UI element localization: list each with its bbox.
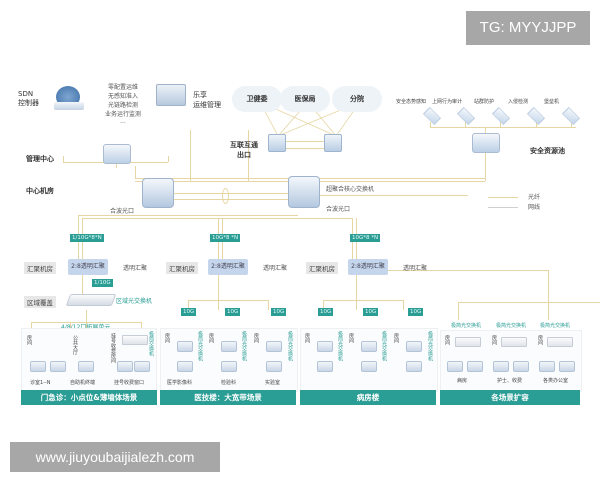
section-title-medical-tech: 医技楼：大宽带场景: [160, 390, 296, 405]
sdn-controller-label: SDN 控制器: [18, 90, 39, 107]
aggregation-room-label: 汇聚机房: [166, 262, 198, 274]
server-base-icon: [54, 102, 84, 110]
security-switch-icon: [472, 133, 500, 153]
aggregation-note: 透明汇聚: [263, 265, 288, 272]
downlink-tag: 10G: [271, 308, 287, 316]
link-tag: 10G*8 *N: [210, 234, 241, 242]
lab-device-icon: [221, 361, 237, 372]
terminal-icon: [406, 361, 422, 372]
section-title-ward: 病房楼: [300, 390, 436, 405]
terminal-icon: [467, 361, 483, 372]
aggregation-note: 透明汇聚: [403, 265, 428, 272]
security-device-icon: [422, 106, 442, 126]
firewall-icon-right: [324, 134, 342, 152]
computer-icon: [30, 361, 46, 372]
optical-switch-icon: [501, 337, 527, 347]
aggregation-room-label: 汇聚机房: [306, 262, 338, 274]
feature-list: 零配置运维 无感知准入 光链路检测 业务运行监测 ...: [104, 84, 141, 125]
optical-switch-icon: [455, 337, 481, 347]
aggregation-note: 透明汇聚: [123, 265, 148, 272]
terminal-icon: [539, 361, 555, 372]
ops-management-label: 乐享 运维管理: [193, 91, 221, 109]
terminal-icon: [134, 361, 150, 372]
firewall-icon-left: [268, 134, 286, 152]
right-port-label: 合波光口: [326, 206, 351, 213]
downlink-tag: 10G: [318, 308, 334, 316]
uplink-tag: 1/10G: [92, 279, 113, 287]
optical-switch-icon: [317, 341, 333, 352]
downlink-tag: 10G: [363, 308, 379, 316]
transparent-aggregation-box: 2:8透明汇聚: [348, 259, 388, 275]
section-title-outpatient: 门急诊：小点位&薄墙体场景: [21, 390, 157, 405]
section-medical-tech: 房间 极简光交换机 医学影像科 房间 极简光交换机 检验科 房间 极简光交换机 …: [160, 328, 298, 392]
legend-fiber-swatch: [488, 197, 518, 198]
terminal-icon: [447, 361, 463, 372]
section-expansion: 房间 病房 房间 护士、收费 房间 各类办公室: [440, 330, 582, 392]
watermark-bottom: www.jiuyoubaijialezh.com: [10, 442, 220, 472]
region-switch-icon: [65, 294, 117, 306]
terminal-icon: [493, 361, 509, 372]
link-tag: 10G*8 *N: [350, 234, 381, 242]
expansion-unit-label: 4/8/12口拓展单元: [61, 322, 110, 331]
downlink-tag: 10G: [408, 308, 424, 316]
terminal-icon: [513, 361, 529, 372]
downlink-tag: 10G: [181, 308, 197, 316]
watermark-top: TG: MYYJJPP: [466, 11, 590, 45]
security-group: 安全态势感知 上网行为审计 站群防护 入侵检测 堡垒机: [394, 70, 584, 126]
legend-cable-swatch: [488, 207, 518, 208]
section-outpatient: 房间 诊室1--N 公共大厅 自助机终端 挂号收费房间 极简交换机 挂号收费窗口: [21, 328, 157, 392]
center-room-label: 中心机房: [26, 187, 54, 195]
ops-monitor-icon: [156, 84, 186, 106]
computer-icon: [50, 361, 66, 372]
security-device-icon: [491, 106, 511, 126]
core-switch-left-icon: [142, 178, 174, 208]
terminal-icon: [361, 361, 377, 372]
security-pool-label: 安全资源池: [530, 147, 565, 155]
downlink-tag: 10G: [225, 308, 241, 316]
terminal-icon: [559, 361, 575, 372]
optical-switch-icon: [547, 337, 573, 347]
region-coverage-label: 区域覆盖: [24, 296, 56, 308]
cloud-health-commission: 卫健委: [232, 86, 282, 112]
section-ward: 房间 极简光交换机 房间 极简光交换机 房间 极简光交换机: [300, 328, 438, 392]
lab-device-icon: [266, 361, 282, 372]
security-device-icon: [526, 106, 546, 126]
aggregation-room-label: 汇聚机房: [24, 262, 56, 274]
imaging-device-icon: [177, 361, 193, 372]
interconnect-exit-label: 互联互通 出口: [230, 141, 258, 159]
left-port-label: 合波光口: [110, 208, 135, 215]
cloud-branch-hospital: 分院: [332, 86, 382, 112]
security-device-icon: [456, 106, 476, 126]
terminal-icon: [117, 361, 133, 372]
management-center-label: 管理中心: [26, 155, 54, 163]
section-title-expansion: 各场景扩容: [440, 390, 580, 405]
kiosk-icon: [78, 361, 94, 372]
optical-switch-icon: [221, 341, 237, 352]
region-switch-label: 区域光交换机: [116, 298, 153, 305]
terminal-icon: [317, 361, 333, 372]
network-diagram: SDN 控制器 零配置运维 无感知准入 光链路检测 业务运行监测 ... 乐享 …: [18, 70, 600, 410]
cloud-medical-insurance: 医保局: [280, 86, 330, 112]
optical-switch-icon: [266, 341, 282, 352]
optical-switch-icon: [361, 341, 377, 352]
management-switch-icon: [103, 144, 131, 164]
link-tag: 1/10G*8*N: [70, 234, 104, 242]
optical-switch-icon: [406, 341, 422, 352]
optical-switch-icon: [177, 341, 193, 352]
core-switch-label: 超聚合核心交换机: [326, 186, 375, 193]
simple-switch-icon: [122, 335, 148, 345]
transparent-aggregation-box: 2:8透明汇聚: [68, 259, 108, 275]
core-switch-right-icon: [288, 176, 320, 208]
transparent-aggregation-box: 2:8透明汇聚: [208, 259, 248, 275]
security-device-icon: [561, 106, 581, 126]
